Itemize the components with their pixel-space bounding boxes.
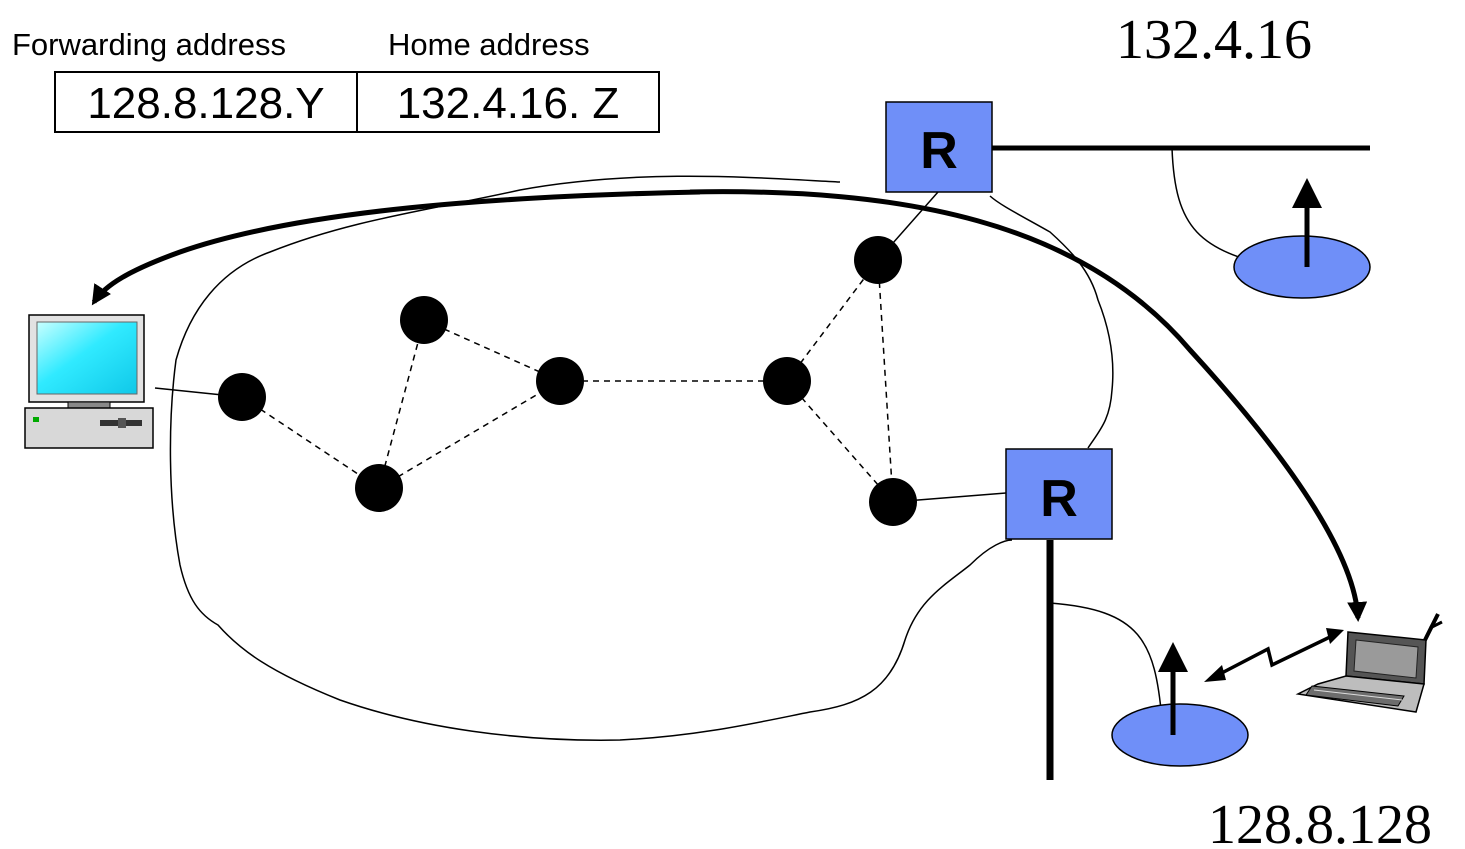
desktop-computer-icon: [24, 314, 154, 449]
wireless-link: [1204, 628, 1344, 682]
foreign-router: R: [1005, 448, 1113, 540]
internal-links: [241, 259, 894, 503]
home-router-label: R: [920, 122, 958, 180]
node: [869, 478, 917, 526]
node: [400, 296, 448, 344]
node: [355, 464, 403, 512]
router-icon: [1005, 448, 1113, 540]
internet-cloud: [169, 175, 1114, 741]
foreign-network-label: 128.8.128: [1208, 794, 1432, 849]
home-address-header: Home address: [388, 27, 590, 62]
node: [218, 373, 266, 421]
home-base-station: [1233, 178, 1371, 299]
forwarding-address-value: 128.8.128.Y: [87, 79, 324, 128]
router-icon: [885, 101, 993, 193]
home-router: R: [885, 101, 993, 193]
foreign-base-station: [1111, 642, 1249, 767]
forwarding-arrow-to-correspondent: [91, 189, 701, 306]
home-address-value: 132.4.16. Z: [397, 79, 620, 128]
foreign-router-label: R: [1040, 470, 1078, 528]
node: [536, 357, 584, 405]
forwarding-address-header: Forwarding address: [12, 27, 286, 62]
base-station-icon: [1111, 703, 1249, 767]
laptop-icon: [1295, 613, 1443, 713]
home-network-label: 132.4.16: [1116, 9, 1312, 71]
forwarding-arrow-to-mobile: [689, 189, 1368, 622]
node: [763, 357, 811, 405]
base-station-icon: [1233, 235, 1371, 299]
address-table: Forwarding address Home address 128.8.12…: [12, 27, 660, 133]
foreign-base-station-link: [1049, 602, 1163, 721]
node: [854, 236, 902, 284]
internal-nodes: [218, 236, 917, 526]
